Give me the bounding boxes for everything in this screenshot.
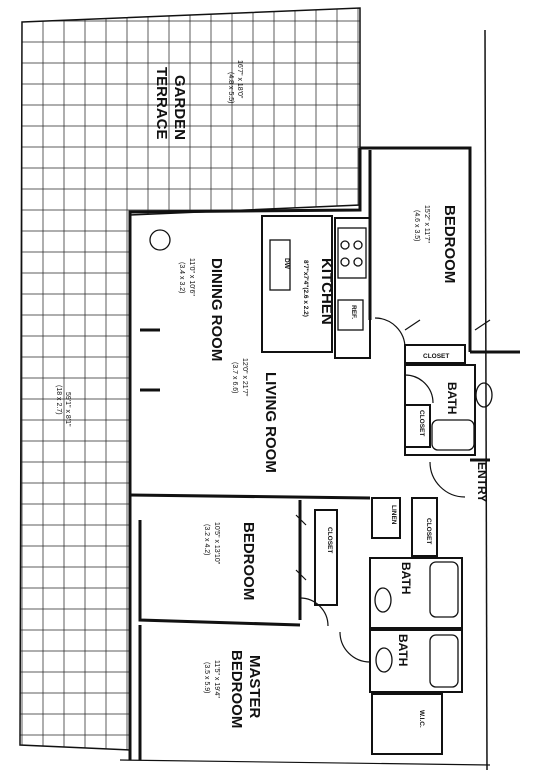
toilet-icon (375, 647, 393, 673)
dining-dims-ft: 11'0" x 10'6" (188, 258, 195, 296)
apartment-walls (128, 146, 520, 760)
toilet-icon (374, 587, 392, 613)
door-swing-icon (339, 631, 371, 663)
right-edge-wall (484, 29, 488, 771)
terrace-label-2: TERRACE (153, 67, 170, 140)
bath-mid-label: BATH (399, 562, 413, 594)
closet-bed2-label: CLOSET (326, 527, 333, 553)
refrigerator-icon (337, 299, 364, 331)
linen-label: LINEN (390, 505, 397, 525)
master-label-2: BEDROOM (228, 650, 245, 728)
garden-terrace (19, 7, 361, 751)
living-dims-m: (3.7 x 6.6) (231, 362, 238, 394)
bathtub-icon (429, 561, 459, 618)
bedroom2-dims-ft: 10'5" x 13'10" (213, 522, 220, 565)
door-swing-icon (299, 597, 329, 627)
bottom-edge-wall (119, 759, 491, 766)
kitchen-dims: 8'7"x7'4"(2.6 x 2.2) (302, 260, 309, 317)
living-label: LIVING ROOM (262, 372, 279, 473)
door-swing-icon (429, 461, 466, 498)
terrace-dims2-ft: 59'1" x 8'1" (64, 392, 71, 427)
terrace-label-1: GARDEN (171, 75, 188, 140)
closet-small-label: CLOSET (418, 410, 425, 436)
ref-label: REF. (350, 305, 357, 319)
entry-label: ENTRY (475, 462, 489, 502)
master-label-1: MASTER (246, 655, 263, 719)
bathtub-icon (429, 634, 459, 688)
terrace-dims2-m: (18 x 2.7) (55, 385, 62, 415)
bath-top-label: BATH (445, 382, 459, 414)
master-dims-m: (3.5 x 5.9) (203, 662, 210, 694)
dishwasher-icon (269, 239, 291, 291)
dining-label: DINING ROOM (208, 258, 225, 361)
closet-hall-label: CLOSET (425, 518, 432, 544)
door-swings (295, 317, 491, 663)
fixtures (149, 227, 493, 688)
bedroom-dims-m: (4.6 x 3.5) (413, 210, 420, 242)
terrace-dims-ft: 16'7" x 18'0" (236, 60, 243, 99)
terrace-dims-m: (4.8 x 5.5) (227, 72, 234, 104)
column-icon (149, 229, 171, 251)
bathtub-icon (431, 419, 475, 451)
master-dims-ft: 11'5" x 19'4" (213, 660, 220, 698)
labels: GARDEN TERRACE 16'7" x 18'0" (4.8 x 5.5)… (55, 60, 489, 728)
bath-low-label: BATH (396, 634, 410, 666)
toilet-icon (475, 382, 493, 408)
dw-label: DW (283, 258, 290, 270)
living-dims-ft: 12'0" x 21'7" (241, 358, 248, 397)
door-swing-icon (404, 374, 434, 404)
closet-top-label: CLOSET (423, 353, 449, 360)
bedroom2-label: BEDROOM (240, 522, 257, 600)
bedroom-label: BEDROOM (441, 205, 458, 283)
bedroom-dims-ft: 15'2" x 11'7" (423, 205, 430, 243)
bedroom2-dims-m: (3.2 x 4.2) (203, 524, 210, 556)
kitchen-label: KITCHEN (318, 258, 335, 325)
dining-dims-m: (3.4 x 3.2) (178, 262, 185, 294)
wic-label: W.I.C. (418, 710, 425, 728)
door-swing-icon (374, 317, 406, 349)
stove-icon (337, 227, 367, 279)
